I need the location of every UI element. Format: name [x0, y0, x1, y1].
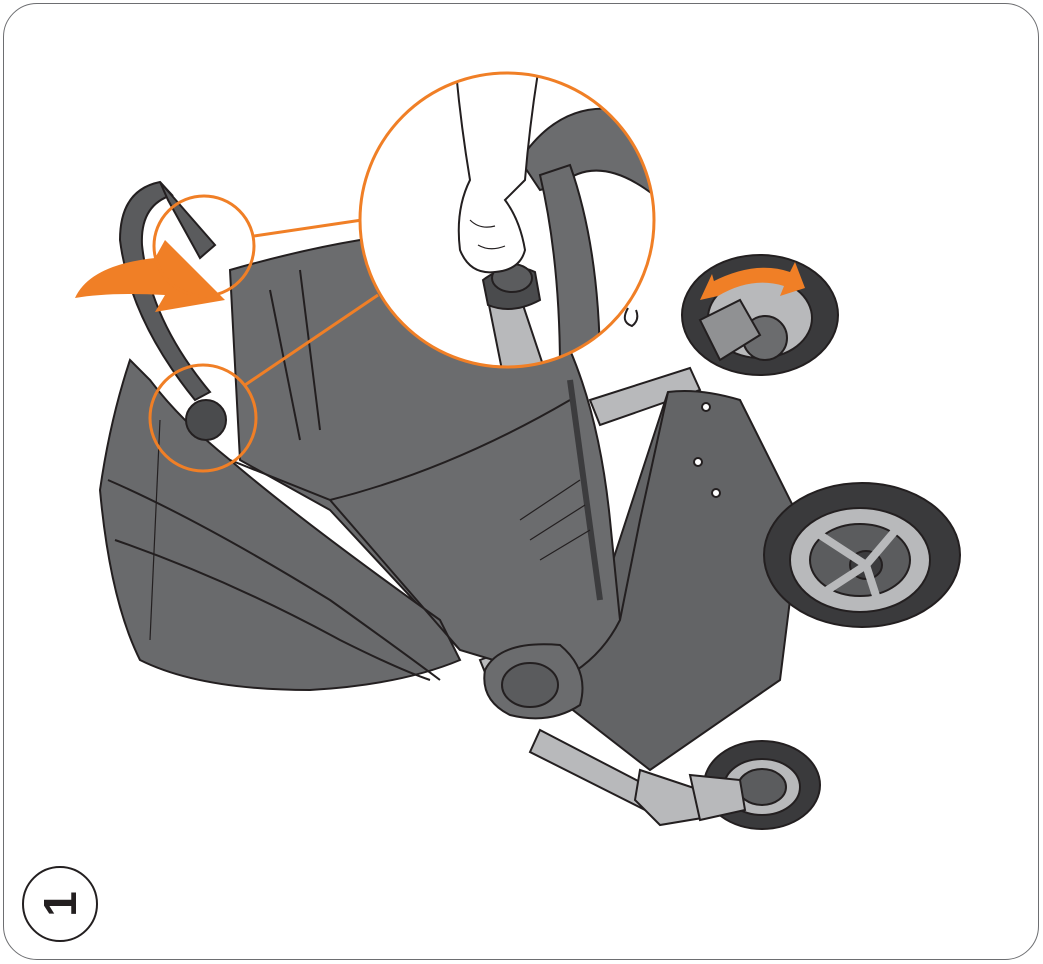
front-wheel	[690, 741, 820, 829]
fold-hinge	[484, 644, 582, 718]
fabric-clip	[625, 308, 638, 326]
step-number: 1	[24, 868, 96, 940]
step-number-badge: 1	[22, 866, 98, 942]
rear-wheel-large	[764, 483, 960, 627]
